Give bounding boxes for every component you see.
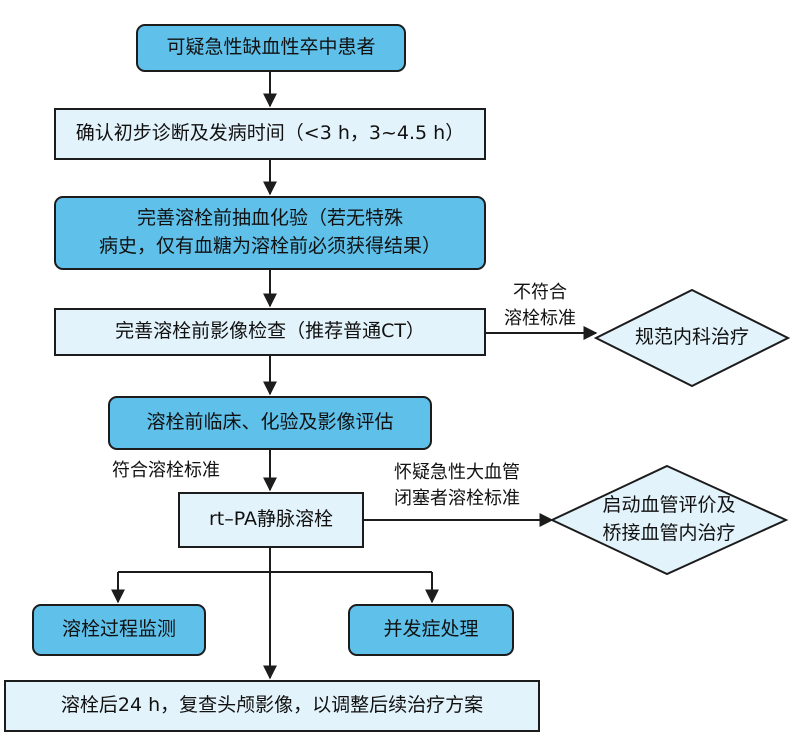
node-thrombolysis-monitoring: 溶栓过程监测 (32, 604, 206, 656)
node-pre-thrombolysis-imaging: 完善溶栓前影像检查（推荐普通CT） (54, 308, 486, 356)
node-suspected-stroke-patient: 可疑急性缺血性卒中患者 (136, 24, 406, 72)
medical-treatment-diamond (593, 288, 791, 388)
node-confirm-diagnosis-onset: 确认初步诊断及发病时间（<3 h，3~4.5 h） (54, 108, 486, 160)
medical-treatment-text: 规范内科治疗 (634, 326, 749, 349)
node-complication-management: 并发症处理 (348, 604, 514, 656)
node-rtpa-thrombolysis: rt–PA静脉溶栓 (178, 492, 364, 548)
node-pre-thrombolysis-lab-text: 完善溶栓前抽血化验（若无特殊 病史，仅有血糖为溶栓前必须获得结果） (98, 207, 441, 257)
node-pre-thrombolysis-lab: 完善溶栓前抽血化验（若无特殊 病史，仅有血糖为溶栓前必须获得结果） (54, 196, 486, 270)
node-thrombolysis-monitoring-text: 溶栓过程监测 (61, 618, 176, 641)
label-meet-criteria: 符合溶栓标准 (112, 460, 220, 481)
node-rtpa-thrombolysis-text: rt–PA静脉溶栓 (208, 508, 333, 531)
node-recheck-imaging-24h-text: 溶栓后24 h，复查头颅影像，以调整后续治疗方案 (60, 694, 484, 717)
label-not-meet-criteria: 不符合 溶栓标准 (504, 282, 576, 330)
vascular-treatment-text: 启动血管评价及 桥接血管内治疗 (602, 494, 736, 544)
node-pre-thrombolysis-evaluation-text: 溶栓前临床、化验及影像评估 (146, 411, 394, 434)
node-pre-thrombolysis-imaging-text: 完善溶栓前影像检查（推荐普通CT） (115, 320, 425, 343)
node-suspected-stroke-patient-text: 可疑急性缺血性卒中患者 (166, 36, 376, 59)
node-recheck-imaging-24h: 溶栓后24 h，复查头颅影像，以调整后续治疗方案 (4, 680, 540, 732)
vascular-treatment-diamond (549, 464, 789, 576)
node-confirm-diagnosis-onset-text: 确认初步诊断及发病时间（<3 h，3~4.5 h） (75, 122, 465, 145)
node-pre-thrombolysis-evaluation: 溶栓前临床、化验及影像评估 (108, 396, 432, 450)
node-complication-management-text: 并发症处理 (383, 618, 479, 641)
label-suspect-large-vessel-occlusion: 怀疑急性大血管 闭塞者溶栓标准 (394, 462, 520, 510)
